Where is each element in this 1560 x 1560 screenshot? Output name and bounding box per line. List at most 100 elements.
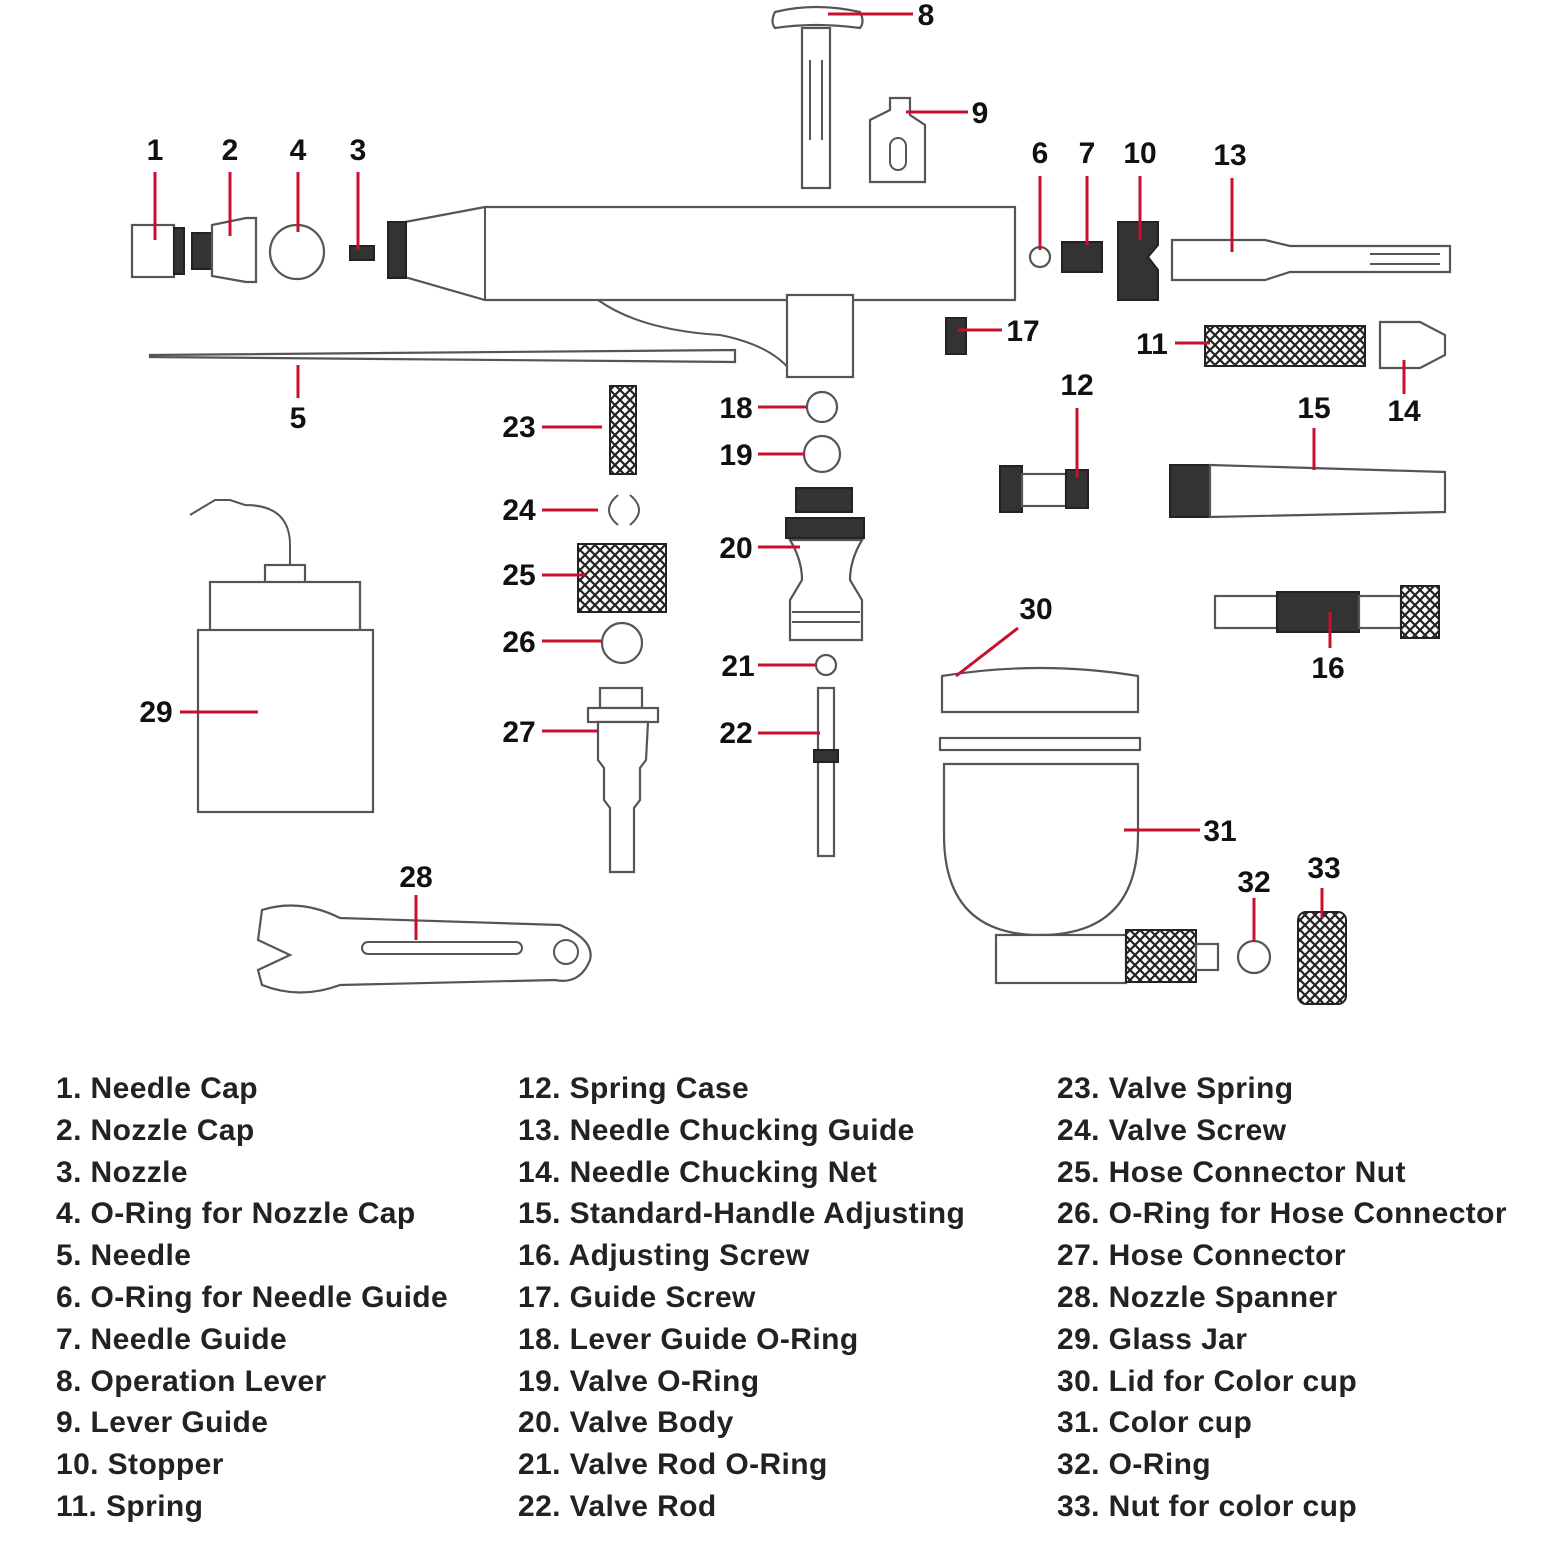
callout-13: 13 <box>1213 139 1246 172</box>
legend-item: 20. Valve Body <box>518 1406 734 1440</box>
part-valve-body <box>785 487 865 642</box>
part-lid-color-cup <box>940 666 1140 714</box>
part-nozzle-spanner <box>256 904 592 994</box>
legend-item: 17. Guide Screw <box>518 1280 756 1314</box>
legend-item: 3. Nozzle <box>56 1155 188 1189</box>
legend-item: 24. Valve Screw <box>1057 1113 1287 1147</box>
legend-column-2: 12. Spring Case 13. Needle Chucking Guid… <box>518 1068 965 1528</box>
part-oring-nozzle-cap <box>268 223 326 281</box>
part-valve-rod <box>813 686 839 858</box>
legend-item: 33. Nut for color cup <box>1057 1489 1358 1523</box>
part-hose-connector <box>586 686 660 874</box>
callout-28: 28 <box>399 861 432 894</box>
legend-item: 18. Lever Guide O-Ring <box>518 1322 859 1356</box>
legend-item: 21. Valve Rod O-Ring <box>518 1448 828 1482</box>
part-valve-spring <box>609 385 637 475</box>
legend-column-1: 1. Needle Cap 2. Nozzle Cap 3. Nozzle 4.… <box>56 1068 448 1528</box>
callout-19: 19 <box>719 439 752 472</box>
part-lever-guide <box>868 96 927 184</box>
legend-item: 19. Valve O-Ring <box>518 1364 760 1398</box>
callout-18: 18 <box>719 392 752 425</box>
part-nozzle-cap <box>191 216 258 284</box>
callout-6: 6 <box>1032 137 1049 170</box>
callout-8: 8 <box>918 0 935 32</box>
callout-22: 22 <box>719 717 752 750</box>
callout-7: 7 <box>1079 137 1096 170</box>
legend-item: 29. Glass Jar <box>1057 1322 1248 1356</box>
callout-11: 11 <box>1136 328 1168 361</box>
callout-10: 10 <box>1123 137 1156 170</box>
callout-26: 26 <box>502 626 535 659</box>
callout-5: 5 <box>290 402 307 435</box>
callout-14: 14 <box>1387 395 1421 428</box>
legend-item: 28. Nozzle Spanner <box>1057 1280 1338 1314</box>
callout-12: 12 <box>1060 369 1093 402</box>
callout-16: 16 <box>1311 652 1344 685</box>
legend-item: 31. Color cup <box>1057 1406 1253 1440</box>
callout-24: 24 <box>502 494 536 527</box>
part-spring-case <box>999 465 1089 513</box>
part-adjusting-screw <box>1213 585 1440 639</box>
legend-item: 30. Lid for Color cup <box>1057 1364 1358 1398</box>
part-operation-lever <box>771 5 864 190</box>
legend-item: 15. Standard-Handle Adjusting <box>518 1197 966 1231</box>
callout-27: 27 <box>502 716 535 749</box>
part-needle-cap <box>130 223 185 279</box>
callout-33: 33 <box>1307 852 1340 885</box>
part-oring <box>1236 939 1272 975</box>
callout-4: 4 <box>290 134 307 167</box>
callout-numbers: 1 2 3 4 5 6 7 8 9 10 11 12 13 14 15 16 1… <box>139 0 1421 899</box>
legend-item: 23. Valve Spring <box>1057 1072 1294 1105</box>
legend-item: 8. Operation Lever <box>56 1364 327 1398</box>
legend-item: 12. Spring Case <box>518 1072 750 1105</box>
legend-item: 32. O-Ring <box>1057 1448 1212 1482</box>
legend-item: 2. Nozzle Cap <box>56 1113 255 1147</box>
part-glass-jar <box>189 499 375 814</box>
part-oring-hose-connector <box>600 621 644 665</box>
part-color-cup <box>938 736 1220 985</box>
legend-column-3: 23. Valve Spring 24. Valve Screw 25. Hos… <box>1057 1068 1507 1528</box>
callout-25: 25 <box>502 559 535 592</box>
legend-item: 6. O-Ring for Needle Guide <box>56 1280 449 1314</box>
callout-15: 15 <box>1297 392 1330 425</box>
callout-21: 21 <box>721 650 754 683</box>
callout-29: 29 <box>139 696 172 729</box>
callout-20: 20 <box>719 532 752 565</box>
part-valve-oring <box>802 434 842 474</box>
legend-item: 22. Valve Rod <box>518 1489 717 1523</box>
leader-lines <box>153 12 1406 942</box>
callout-2: 2 <box>222 134 239 167</box>
legend-item: 26. O-Ring for Hose Connector <box>1057 1197 1507 1231</box>
legend-item: 14. Needle Chucking Net <box>518 1155 878 1189</box>
callout-32: 32 <box>1237 866 1270 899</box>
part-stopper <box>1117 221 1159 301</box>
callout-3: 3 <box>350 134 367 167</box>
part-valve-screw <box>608 494 640 526</box>
legend-item: 27. Hose Connector <box>1057 1239 1346 1273</box>
part-needle-chucking-net <box>1378 320 1447 370</box>
part-guide-screw <box>945 317 967 355</box>
part-needle-guide <box>1061 241 1103 273</box>
legend-item: 10. Stopper <box>56 1448 224 1482</box>
legend-item: 25. Hose Connector Nut <box>1057 1155 1406 1189</box>
legend-item: 13. Needle Chucking Guide <box>518 1113 915 1147</box>
part-standard-handle-adjusting <box>1169 463 1447 519</box>
part-nut-color-cup <box>1297 911 1347 1005</box>
part-valve-rod-oring <box>814 653 838 677</box>
part-needle-chucking-guide <box>1170 238 1452 282</box>
legend-item: 5. Needle <box>56 1239 192 1273</box>
airbrush-body <box>387 205 1017 379</box>
callout-1: 1 <box>147 134 164 167</box>
callout-17: 17 <box>1006 315 1039 348</box>
callout-23: 23 <box>502 411 535 444</box>
callout-30: 30 <box>1019 593 1052 626</box>
part-hose-connector-nut <box>577 543 667 613</box>
part-nozzle <box>349 245 375 261</box>
legend-item: 9. Lever Guide <box>56 1406 269 1440</box>
part-lever-guide-oring <box>805 390 839 424</box>
exploded-view: 1 2 3 4 5 6 7 8 9 10 11 12 13 14 15 16 1… <box>130 0 1452 1005</box>
legend-item: 1. Needle Cap <box>56 1072 258 1105</box>
part-spring <box>1204 325 1366 367</box>
legend-item: 7. Needle Guide <box>56 1322 288 1356</box>
